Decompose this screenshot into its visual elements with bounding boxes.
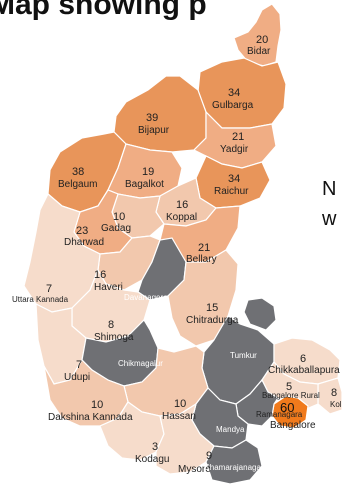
value-mysore: 9 (206, 450, 212, 462)
label-mandya: Mandya (216, 425, 245, 434)
region-bangalore[interactable] (271, 395, 309, 429)
label-bijapur: Bijapur (138, 125, 170, 136)
value-hassan: 10 (174, 398, 186, 410)
value-bidar: 20 (256, 34, 268, 46)
region-chamarajanagar[interactable] (205, 439, 263, 484)
label-chamarajanagar: Chamarajanagar (204, 463, 264, 472)
side-text-1: N (322, 178, 337, 200)
side-text-2: w (322, 208, 337, 230)
value-haveri: 16 (94, 269, 106, 281)
label-koppal: Koppal (166, 212, 197, 223)
value-kodagu: 3 (152, 441, 158, 453)
label-kodagu: Kodagu (135, 454, 169, 465)
value-chitradurga: 15 (206, 302, 218, 314)
label-uttara-kannada: Uttara Kannada (12, 295, 69, 304)
region-bijapur[interactable] (113, 75, 207, 153)
label-davanagere: Davanagere (124, 293, 168, 302)
label-gadag: Gadag (101, 223, 131, 234)
label-belgaum: Belgaum (58, 179, 97, 190)
value-shimoga: 8 (108, 319, 114, 331)
value-yadgir: 21 (232, 131, 244, 143)
label-bellary: Bellary (186, 254, 217, 265)
value-bangalore: 60 (280, 400, 294, 415)
value-belgaum: 38 (72, 166, 84, 178)
label-bangalore-rural: Bangalore Rural (262, 391, 320, 400)
label-chikmagalur: Chikmagalur (118, 359, 163, 368)
value-koppal: 16 (176, 199, 188, 211)
value-bijapur: 39 (146, 112, 158, 124)
label-haveri: Haveri (94, 282, 123, 293)
region-dakshina-kannada[interactable] (43, 359, 129, 427)
value-gadag: 10 (113, 211, 125, 223)
value-udupi: 7 (76, 359, 82, 371)
value-gulbarga: 34 (228, 87, 240, 99)
label-hassan: Hassan (162, 411, 196, 422)
label-chikkaballapura: Chikkaballapura (268, 365, 340, 376)
value-raichur: 34 (228, 173, 240, 185)
value-bagalkot: 19 (142, 166, 154, 178)
value-dakshina-kannada: 10 (91, 399, 103, 411)
label-bidar: Bidar (247, 46, 271, 57)
value-bellary: 21 (198, 242, 210, 254)
label-shimoga: Shimoga (94, 332, 134, 343)
value-chikkaballapura: 6 (300, 353, 306, 365)
label-kolar: Kolar (330, 400, 342, 409)
label-bangalore: Bangalore (270, 420, 316, 431)
label-udupi: Udupi (64, 372, 90, 383)
label-yadgir: Yadgir (220, 144, 249, 155)
value-uttara-kannada: 7 (46, 283, 52, 295)
label-dakshina-kannada: Dakshina Kannada (48, 412, 133, 423)
label-ramanagara: Ramanagara (256, 410, 303, 419)
label-mysore: Mysore (178, 464, 211, 475)
label-tumkur: Tumkur (230, 351, 257, 360)
page-title: Map showing p (0, 0, 207, 21)
label-dharwad: Dharwad (64, 237, 104, 248)
label-bagalkot: Bagalkot (125, 179, 164, 190)
region-tumkur-north[interactable] (243, 297, 277, 331)
value-bangalore-rural: 5 (286, 381, 292, 393)
label-chitradurga: Chitradurga (186, 315, 239, 326)
label-gulbarga: Gulbarga (212, 100, 254, 111)
value-dharwad: 23 (76, 225, 88, 237)
label-raichur: Raichur (214, 186, 249, 197)
value-kolar: 8 (331, 387, 337, 399)
